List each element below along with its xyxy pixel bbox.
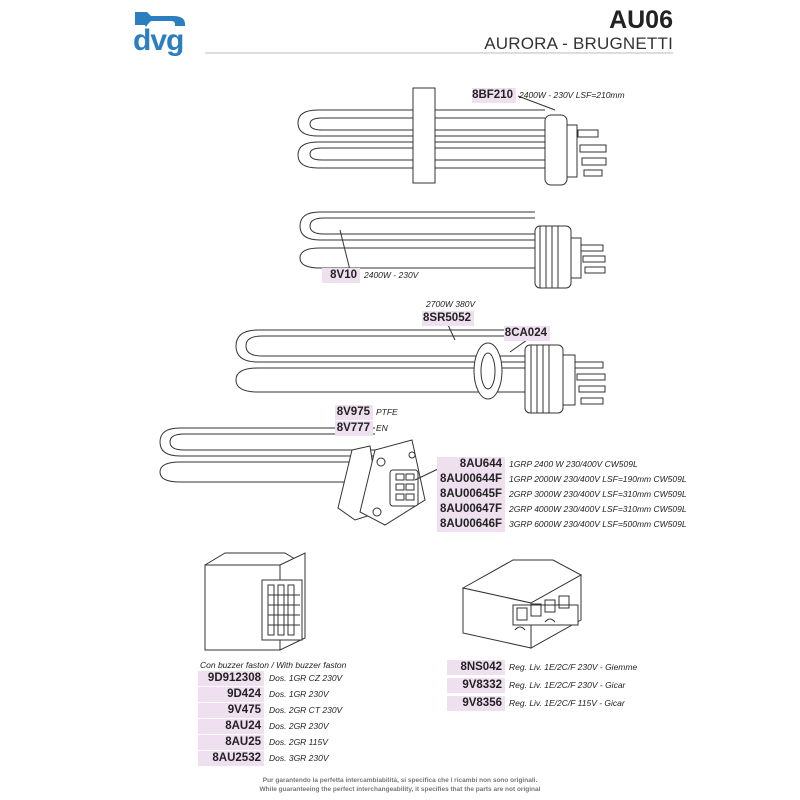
element-code: 8AU00644F [437,472,505,487]
brand-logo-text: dvg [133,24,184,57]
regulator-desc: Reg. Liv. 1E/2C/F 115V - Gicar [509,698,625,708]
element-code: 8AU00647F [437,502,505,517]
page-subtitle: AURORA - BRUGNETTI [484,34,673,53]
heater-8au644-drawing [159,427,441,526]
regulator-code: 9V8332 [447,678,505,693]
element-desc: 1GRP 2400 W 230/400V CW509L [509,459,638,469]
element-desc: 3GRP 6000W 230/400V LSF=500mm CW509L [509,519,687,529]
part-desc-8v10: 2400W - 230V [364,270,419,280]
regulator-drawing [461,559,583,649]
doser-code: 8AU25 [198,735,264,750]
dvg-logo-icon [135,12,185,27]
doser-desc: Dos. 1GR 230V [269,689,329,699]
part-code-8ca024: 8CA024 [504,326,550,341]
doser-code: 9V475 [198,703,264,718]
doser-desc: Dos. 2GR CT 230V [269,705,343,715]
part-code-8v777: 8V777 [335,421,373,436]
footer-disclaimer-it: Pur garantendo la perfetta intercambiabi… [262,777,538,784]
part-desc-8v975: PTFE [376,407,398,417]
doser-desc: Dos. 2GR 115V [269,737,328,747]
part-code-8bf210: 8BF210 [472,88,516,103]
heater-8bf210-drawing [297,87,607,186]
element-desc: 1GRP 2000W 230/400V LSF=190mm CW509L [509,474,687,484]
part-code-8v10: 8V10 [322,268,360,283]
regulator-code: 9V8356 [447,696,505,711]
doser-desc: Dos. 3GR 230V [269,753,329,763]
doser-code: 8AU24 [198,719,264,734]
element-code: 8AU644 [437,457,505,472]
dosers-heading: Con buzzer faston / With buzzer faston [200,660,347,670]
element-desc: 2GRP 3000W 230/400V LSF=310mm CW509L [509,489,687,499]
doser-drawing [204,552,306,651]
regulator-code: 8NS042 [447,660,505,675]
doser-code: 9D424 [198,687,264,702]
doser-desc: Dos. 1GR CZ 230V [269,673,343,683]
doser-desc: Dos. 2GR 230V [269,721,329,731]
element-desc: 2GRP 4000W 230/400V LSF=310mm CW509L [509,504,687,514]
regulator-desc: Reg. Liv. 1E/2C/F 230V - Gicar [509,680,626,690]
part-code-8sr5052: 8SR5052 [422,311,474,326]
element-code: 8AU00646F [437,517,505,532]
footer-disclaimer-en: While guaranteeing the perfect interchan… [259,786,541,793]
doser-code: 9D912308 [198,671,264,686]
heater-8sr5052-drawing [235,324,606,414]
page-title: AU06 [609,6,673,34]
part-desc-8v777: EN [376,423,388,433]
part-note-8sr5052: 2700W 380V [426,299,476,309]
doser-code: 8AU2532 [198,751,264,766]
part-code-8v975: 8V975 [335,405,373,420]
part-desc-8bf210: 2400W - 230V LSF=210mm [519,90,625,100]
heater-8v10-drawing [299,211,606,289]
element-code: 8AU00645F [437,487,505,502]
regulator-desc: Reg. Liv. 1E/2C/F 230V - Giemme [509,662,638,672]
